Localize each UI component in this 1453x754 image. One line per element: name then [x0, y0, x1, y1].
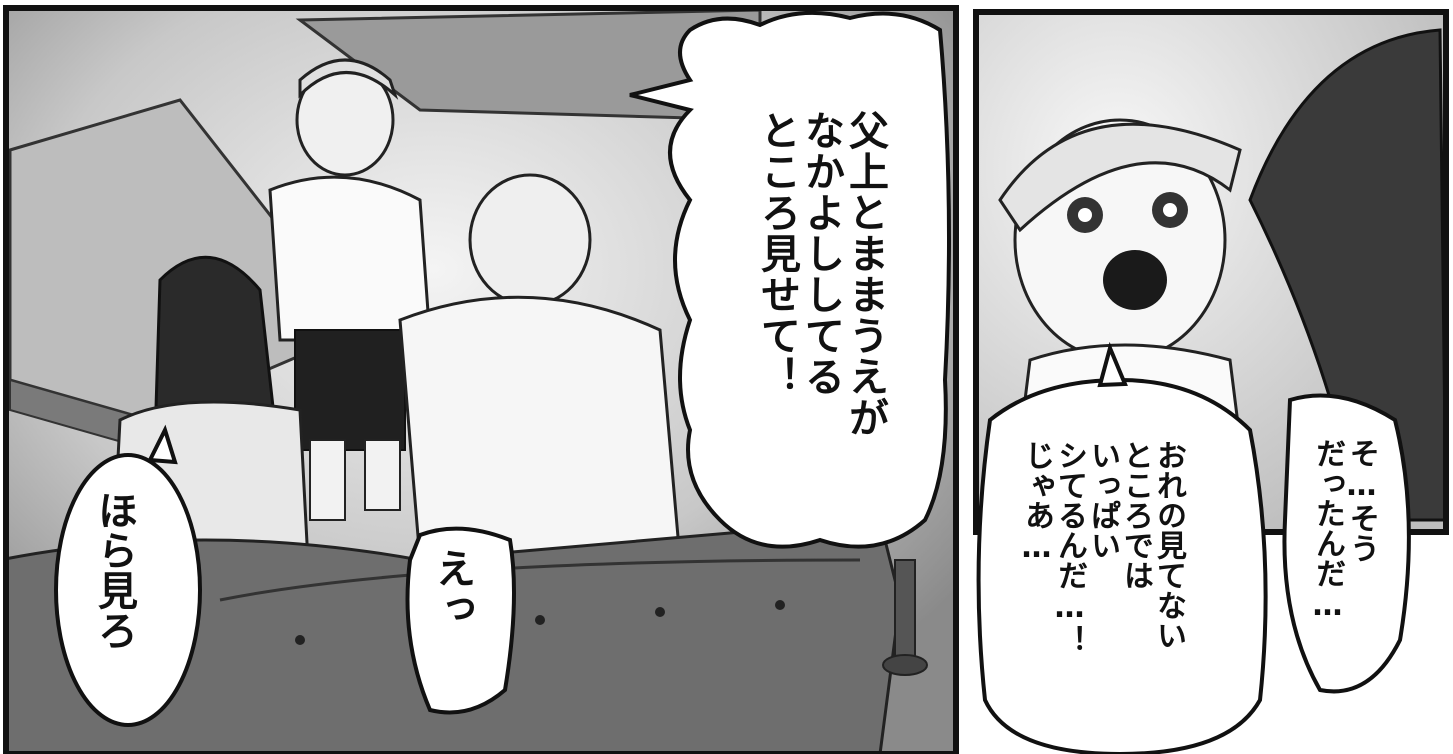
speech-bubble-mother [54, 453, 202, 727]
speech-bubble-realization [1282, 393, 1411, 694]
speech-bubble-request [629, 10, 951, 549]
speech-text-request: 父上とままうえが なかよししてる ところ見せて！ [754, 110, 888, 438]
speech-text-realization: そ…そう だったんだ… [1310, 438, 1379, 623]
speech-text-mother: ほら見ろ [91, 490, 137, 650]
speech-bubble-father [405, 526, 516, 715]
speech-text-thought: おれの見てない ところでは いっぱい シてるんだ…！ じゃあ… [1019, 440, 1186, 655]
speech-bubble-thought [976, 377, 1268, 754]
speech-text-father: えっ [429, 548, 475, 628]
